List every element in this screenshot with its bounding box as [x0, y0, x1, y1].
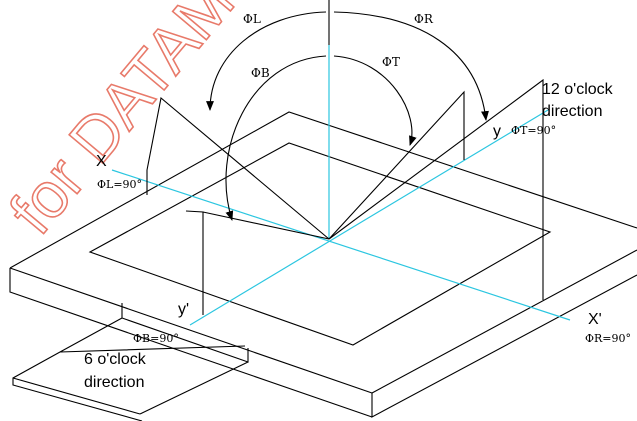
watermark: for DATAMOD	[0, 0, 310, 247]
label-x: X	[96, 153, 107, 170]
ray-right	[328, 78, 544, 300]
ray-top	[328, 90, 465, 240]
label-6-oclock-line1: 6 o'clock	[84, 351, 147, 368]
label-x-prime: X'	[588, 311, 602, 328]
label-y: y	[493, 123, 501, 140]
label-phi-b: ΦB	[251, 66, 270, 80]
label-phi-t: ΦT	[382, 55, 400, 69]
label-phi-t-90: ΦT=90°	[511, 124, 556, 137]
arc-phi-r	[333, 11, 489, 121]
arc-phi-t	[333, 55, 417, 146]
display-area	[88, 142, 552, 346]
ray-left	[146, 96, 330, 240]
y-axis	[189, 109, 549, 326]
arc-phi-l	[206, 11, 327, 111]
label-12-oclock-line1: 12 o'clock	[542, 81, 614, 98]
label-phi-r-90: ΦR=90°	[585, 332, 631, 345]
label-6-oclock-line2: direction	[84, 374, 144, 391]
panel-top-face	[9, 111, 637, 269]
panel-right-edge	[371, 249, 637, 394]
label-phi-b-90: ΦB=90°	[133, 332, 179, 345]
label-phi-r: ΦR	[414, 12, 434, 26]
label-y-prime: y'	[178, 301, 189, 318]
label-12-oclock-line2: direction	[542, 103, 602, 120]
label-phi-l-90: ΦL=90°	[97, 178, 142, 191]
connector-tab	[12, 303, 249, 421]
panel-front-edge	[9, 267, 373, 394]
ray-bottom	[185, 210, 330, 315]
arc-phi-b	[225, 55, 327, 221]
panel-front-thickness	[9, 268, 637, 418]
label-phi-l: ΦL	[243, 12, 261, 26]
x-axis	[111, 169, 571, 321]
